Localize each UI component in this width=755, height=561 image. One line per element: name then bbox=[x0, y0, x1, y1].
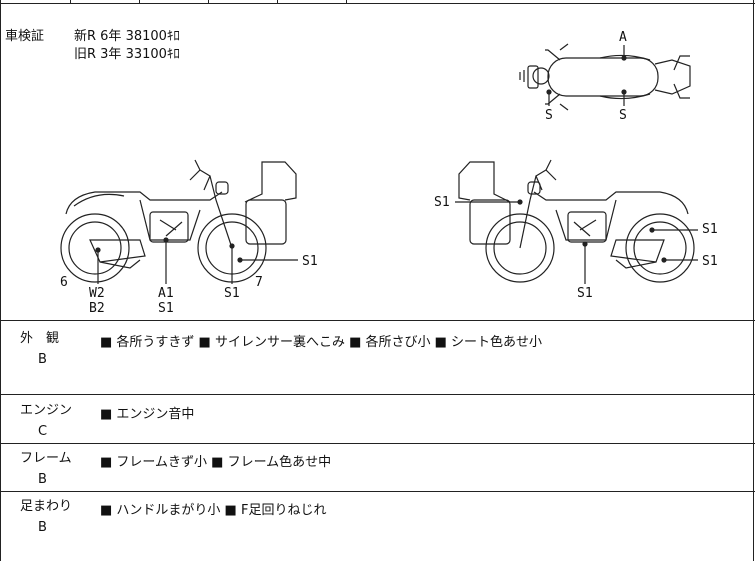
motorcycle-top-view-icon bbox=[519, 43, 691, 111]
inspection-old: 旧R 3年 33100ｷﾛ bbox=[74, 47, 180, 62]
section-name-engine: エンジン bbox=[20, 403, 73, 418]
section-grade-exterior: B bbox=[38, 352, 47, 367]
label-s1: S1 bbox=[302, 254, 318, 269]
inspection-label: 車検証 bbox=[5, 29, 45, 44]
section-name-frame: フレーム bbox=[20, 451, 72, 466]
section-divider bbox=[0, 394, 755, 395]
section-grade-suspension: B bbox=[38, 520, 47, 535]
section-remarks-engine: ■ エンジン音中 bbox=[100, 407, 195, 422]
section-name-suspension: 足まわり bbox=[20, 499, 73, 514]
section-divider bbox=[0, 491, 755, 492]
label-b2: B2 bbox=[89, 301, 105, 316]
section-grade-frame: B bbox=[38, 472, 47, 487]
inspection-new: 新R 6年 38100ｷﾛ bbox=[74, 29, 180, 44]
top-table-divider bbox=[277, 0, 278, 4]
section-remarks-frame: ■ フレームきず小 ■ フレーム色あせ中 bbox=[100, 455, 332, 470]
section-remarks-exterior: ■ 各所うすきず ■ サイレンサー裏へこみ ■ 各所さび小 ■ シート色あせ小 bbox=[100, 335, 543, 350]
section-remarks-suspension: ■ ハンドルまがり小 ■ F足回りねじれ bbox=[100, 503, 327, 518]
top-table-border bbox=[0, 3, 755, 4]
label-s1: S1 bbox=[224, 286, 240, 301]
label-s1: S1 bbox=[702, 254, 718, 269]
label-top-s: S bbox=[545, 108, 553, 123]
label-s1: S1 bbox=[702, 222, 718, 237]
top-table-divider bbox=[70, 0, 71, 4]
label-w2: W2 bbox=[89, 286, 105, 301]
label-a1: A1 bbox=[158, 286, 174, 301]
top-table-divider bbox=[346, 0, 347, 4]
label-top-s: S bbox=[619, 108, 627, 123]
label-s1: S1 bbox=[434, 195, 450, 210]
label-top-a: A bbox=[619, 30, 627, 45]
motorcycle-right-view-icon bbox=[458, 159, 695, 283]
label-s1: S1 bbox=[158, 301, 174, 316]
section-divider bbox=[0, 443, 755, 444]
section-grade-engine: C bbox=[38, 424, 48, 439]
motorcycle-left-view-icon bbox=[60, 159, 297, 283]
label-s1: S1 bbox=[577, 286, 593, 301]
label-6: 6 bbox=[60, 275, 68, 290]
section-name-exterior: 外 観 bbox=[20, 331, 60, 346]
top-table-divider bbox=[208, 0, 209, 4]
section-divider bbox=[0, 320, 755, 321]
motorcycle-diagrams bbox=[60, 43, 698, 284]
top-table-divider bbox=[139, 0, 140, 4]
label-7: 7 bbox=[255, 275, 263, 290]
